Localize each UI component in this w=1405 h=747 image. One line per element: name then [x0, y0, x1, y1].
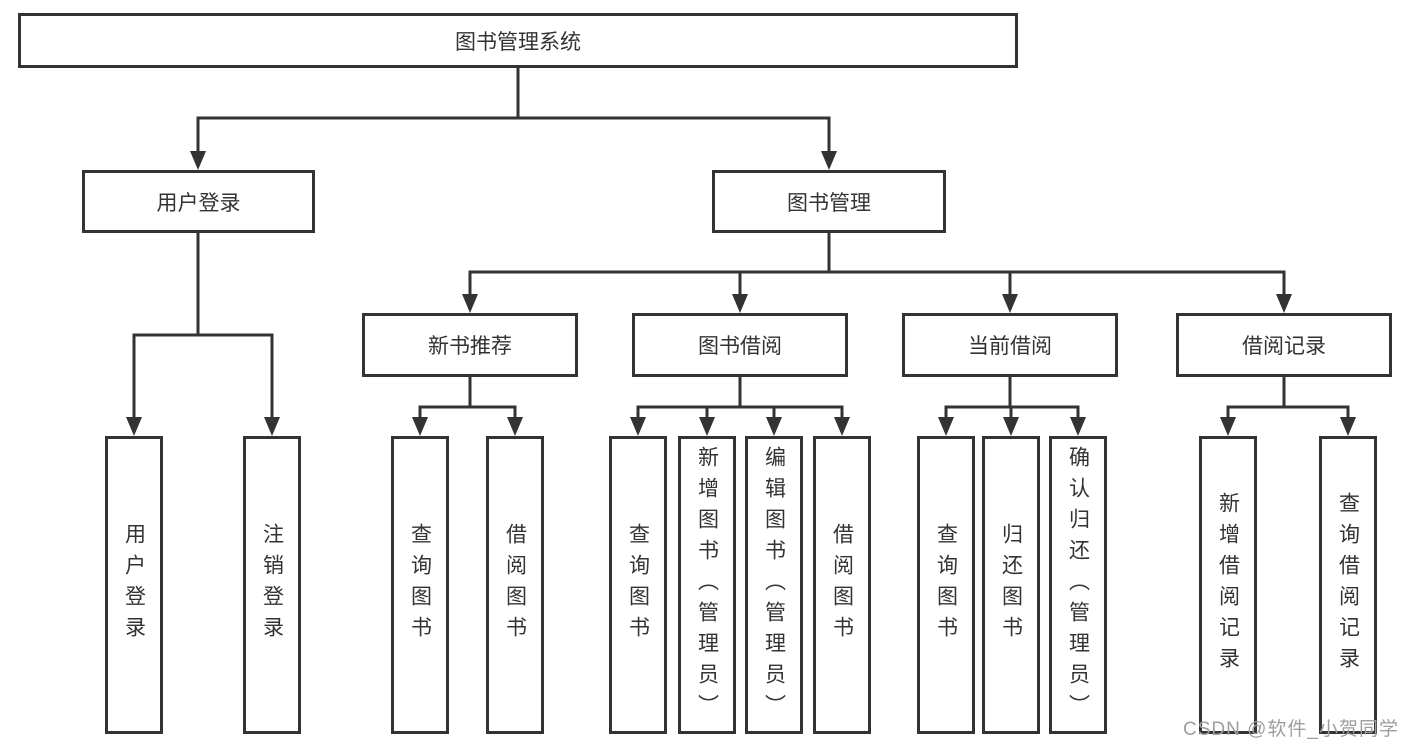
- arrowhead-icon: [938, 417, 954, 436]
- connector-book-borrow-children: [630, 375, 850, 436]
- connector-root-to-level2: [190, 66, 837, 170]
- leaf-add-book-admin: 新增图书（管理员）: [678, 436, 736, 734]
- csdn-watermark: CSDN @软件_小贺同学: [1183, 719, 1399, 740]
- node-label: 查询图书: [626, 523, 650, 647]
- arrowhead-icon: [1003, 417, 1019, 436]
- node-label: 借阅图书: [503, 523, 527, 647]
- node-label: 图书管理系统: [455, 30, 581, 54]
- leaf-return-book: 归还图书: [982, 436, 1040, 734]
- connector-borrow-record-children: [1220, 375, 1356, 436]
- node-label: 新书推荐: [428, 335, 512, 358]
- arrowhead-icon: [732, 294, 748, 313]
- node-new-book-recommend: 新书推荐: [362, 313, 578, 377]
- node-book-mgmt: 图书管理: [712, 170, 946, 233]
- node-borrow-record: 借阅记录: [1176, 313, 1392, 377]
- arrowhead-icon: [190, 151, 206, 170]
- arrowhead-icon: [1002, 294, 1018, 313]
- leaf-query-book-recommend: 查询图书: [391, 436, 449, 734]
- node-root-system: 图书管理系统: [18, 13, 1018, 68]
- arrowhead-icon: [766, 417, 782, 436]
- leaf-query-book-current: 查询图书: [917, 436, 975, 734]
- node-label: 编辑图书（管理员）: [762, 445, 786, 725]
- arrowhead-icon: [1220, 417, 1236, 436]
- node-label: 确认归还（管理员）: [1066, 445, 1090, 725]
- leaf-query-book-borrow: 查询图书: [609, 436, 667, 734]
- arrowhead-icon: [264, 417, 280, 436]
- node-label: 查询图书: [408, 523, 432, 647]
- node-label: 用户登录: [122, 523, 146, 647]
- leaf-user-login: 用户登录: [105, 436, 163, 734]
- arrowhead-icon: [821, 151, 837, 170]
- node-label: 图书管理: [787, 191, 871, 215]
- node-label: 借阅记录: [1242, 335, 1326, 358]
- leaf-edit-book-admin: 编辑图书（管理员）: [745, 436, 803, 734]
- connector-book-mgmt-children: [462, 231, 1292, 313]
- node-current-borrow: 当前借阅: [902, 313, 1118, 377]
- leaf-borrow-book: 借阅图书: [813, 436, 871, 734]
- node-label: 注销登录: [260, 523, 284, 647]
- leaf-add-borrow-record: 新增借阅记录: [1199, 436, 1257, 734]
- leaf-confirm-return-admin: 确认归还（管理员）: [1049, 436, 1107, 734]
- node-book-borrow: 图书借阅: [632, 313, 848, 377]
- arrowhead-icon: [1070, 417, 1086, 436]
- arrowhead-icon: [834, 417, 850, 436]
- leaf-borrow-book-recommend: 借阅图书: [486, 436, 544, 734]
- leaf-logout: 注销登录: [243, 436, 301, 734]
- connector-user-login-children: [126, 231, 280, 436]
- node-label: 查询借阅记录: [1336, 492, 1360, 678]
- arrowhead-icon: [630, 417, 646, 436]
- connector-current-borrow-children: [938, 375, 1086, 436]
- arrowhead-icon: [126, 417, 142, 436]
- arrowhead-icon: [1276, 294, 1292, 313]
- node-label: 新增借阅记录: [1216, 492, 1240, 678]
- node-label: 归还图书: [999, 523, 1023, 647]
- node-label: 借阅图书: [830, 523, 854, 647]
- node-user-login: 用户登录: [82, 170, 315, 233]
- node-label: 新增图书（管理员）: [695, 445, 719, 725]
- node-label: 当前借阅: [968, 335, 1052, 358]
- node-label: 查询图书: [934, 523, 958, 647]
- connector-new-book-children: [412, 375, 523, 436]
- leaf-query-borrow-record: 查询借阅记录: [1319, 436, 1377, 734]
- arrowhead-icon: [507, 417, 523, 436]
- arrowhead-icon: [699, 417, 715, 436]
- arrowhead-icon: [1340, 417, 1356, 436]
- node-label: 用户登录: [156, 191, 241, 215]
- arrowhead-icon: [462, 294, 478, 313]
- node-label: 图书借阅: [698, 335, 782, 358]
- arrowhead-icon: [412, 417, 428, 436]
